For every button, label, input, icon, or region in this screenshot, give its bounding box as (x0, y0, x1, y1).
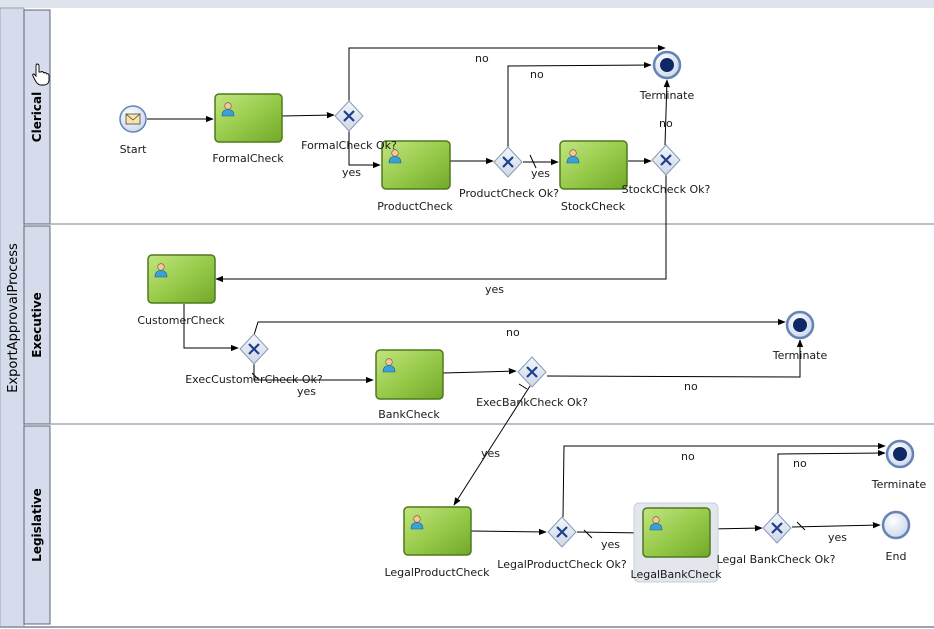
label-exec-customer-yes: yes (297, 385, 316, 398)
flow-gw1-yes[interactable] (348, 131, 381, 169)
label-product-yes: yes (531, 167, 550, 180)
gateway-legal-bank-ok[interactable]: Legal BankCheck Ok? (717, 512, 836, 566)
flow-labels: no yes no yes no yes no yes no yes no ye… (297, 52, 847, 551)
gateway-exec-customer-ok[interactable]: ExecCustomerCheck Ok? (185, 333, 323, 386)
flow-gw7-no[interactable] (777, 449, 886, 513)
gateway-label-legal-product-ok: LegalProductCheck Ok? (497, 558, 627, 571)
gateway-label-formal-ok: FormalCheck Ok? (301, 139, 397, 152)
flow-gw2-no[interactable] (507, 61, 652, 147)
terminate-event-clerical[interactable]: Terminate (639, 50, 695, 102)
flow-customer-gw4[interactable] (183, 304, 239, 352)
task-product-check[interactable]: ProductCheck (377, 140, 453, 213)
lane-label-executive: Executive (30, 292, 44, 358)
terminate-label-legislative: Terminate (871, 478, 927, 491)
flow-legalbank-gw7[interactable] (709, 524, 763, 532)
gateway-label-exec-bank-ok: ExecBankCheck Ok? (476, 396, 588, 409)
flow-gw6-yes[interactable] (576, 529, 642, 537)
flow-gw4-yes[interactable] (253, 363, 374, 384)
terminate-event-legislative[interactable]: Terminate (871, 439, 927, 491)
lane-header-executive[interactable] (23, 225, 51, 425)
terminate-icon (893, 447, 907, 461)
lane-header-clerical[interactable] (23, 9, 51, 225)
start-event-label: Start (120, 143, 148, 156)
gateway-formal-ok[interactable]: FormalCheck Ok? (301, 100, 397, 152)
task-label-customer-check: CustomerCheck (137, 314, 225, 327)
gateway-label-exec-customer-ok: ExecCustomerCheck Ok? (185, 373, 323, 386)
flow-gw6-no[interactable] (562, 442, 886, 518)
label-legal-bank-no: no (793, 457, 807, 470)
gateway-product-ok[interactable]: ProductCheck Ok? (459, 146, 559, 200)
envelope-icon (125, 113, 141, 125)
lane-clerical: Clerical (23, 9, 934, 225)
start-event[interactable]: Start (119, 105, 148, 156)
label-legal-product-no: no (681, 450, 695, 463)
exclusive-x-icon (502, 156, 514, 168)
lane-label-legislative: Legislative (30, 488, 44, 562)
gateway-exec-bank-ok[interactable]: ExecBankCheck Ok? (476, 356, 588, 409)
lane-legislative: Legislative (23, 425, 51, 625)
task-label-stock-check: StockCheck (561, 200, 626, 213)
gateway-label-product-ok: ProductCheck Ok? (459, 187, 559, 200)
label-formal-yes: yes (342, 166, 361, 179)
terminate-label-clerical: Terminate (639, 89, 695, 102)
pool-title: ExportApprovalProcess (6, 243, 21, 393)
lane-executive: Executive (23, 225, 934, 425)
flow-gw1-no[interactable] (348, 44, 666, 101)
flow-gw4-no[interactable] (253, 318, 786, 336)
label-formal-no: no (475, 52, 489, 65)
terminate-icon (793, 318, 807, 332)
flow-gw3-no[interactable] (663, 79, 670, 146)
exclusive-x-icon (771, 522, 783, 534)
task-formal-check[interactable]: FormalCheck (212, 93, 284, 165)
end-event[interactable]: End (881, 510, 911, 563)
task-label-legal-product-check: LegalProductCheck (384, 566, 490, 579)
lane-header-legislative[interactable] (23, 425, 51, 625)
hand-cursor-icon (32, 63, 50, 86)
label-exec-bank-no: no (684, 380, 698, 393)
terminate-label-executive: Terminate (772, 349, 828, 362)
task-legal-product-check[interactable]: LegalProductCheck (384, 506, 490, 579)
flow-gw7-yes[interactable] (791, 521, 881, 529)
task-label-formal-check: FormalCheck (212, 152, 284, 165)
gateway-legal-product-ok[interactable]: LegalProductCheck Ok? (497, 516, 627, 571)
label-exec-customer-no: no (506, 326, 520, 339)
task-customer-check[interactable]: CustomerCheck (137, 254, 225, 327)
label-legal-product-yes: yes (601, 538, 620, 551)
flow-gw3-yes[interactable] (215, 175, 667, 283)
task-label-bank-check: BankCheck (378, 408, 440, 421)
exclusive-x-icon (526, 366, 538, 378)
gateway-label-stock-ok: StockCheck Ok? (622, 183, 711, 196)
task-label-legal-bank-check: LegalBankCheck (631, 568, 723, 581)
task-stock-check[interactable]: StockCheck (559, 140, 628, 213)
exclusive-x-icon (343, 110, 355, 122)
task-legal-bank-check[interactable]: LegalBankCheck (631, 502, 723, 583)
pool-header[interactable] (0, 7, 25, 628)
terminate-icon (660, 58, 674, 72)
gateway-label-legal-bank-ok: Legal BankCheck Ok? (717, 553, 836, 566)
label-legal-bank-yes: yes (828, 531, 847, 544)
task-bank-check[interactable]: BankCheck (375, 349, 444, 421)
task-label-product-check: ProductCheck (377, 200, 453, 213)
exclusive-x-icon (248, 343, 260, 355)
label-stock-yes: yes (485, 283, 504, 296)
exclusive-x-icon (556, 526, 568, 538)
terminate-event-executive[interactable]: Terminate (772, 310, 828, 362)
sequence-flows (147, 44, 886, 539)
end-event-label: End (886, 550, 907, 563)
label-stock-no: no (659, 117, 673, 130)
flow-gw5-no[interactable] (546, 339, 804, 378)
label-product-no: no (530, 68, 544, 81)
flow-legalproduct-gw6[interactable] (470, 528, 547, 536)
label-exec-bank-yes: yes (481, 447, 500, 460)
exclusive-x-icon (660, 154, 672, 166)
flow-gw5-yes[interactable] (453, 385, 531, 506)
flow-bank-gw5[interactable] (442, 367, 517, 375)
gateway-stock-ok[interactable]: StockCheck Ok? (622, 144, 711, 196)
lane-label-clerical: Clerical (30, 92, 44, 142)
flow-formal-gw1[interactable] (281, 111, 335, 119)
